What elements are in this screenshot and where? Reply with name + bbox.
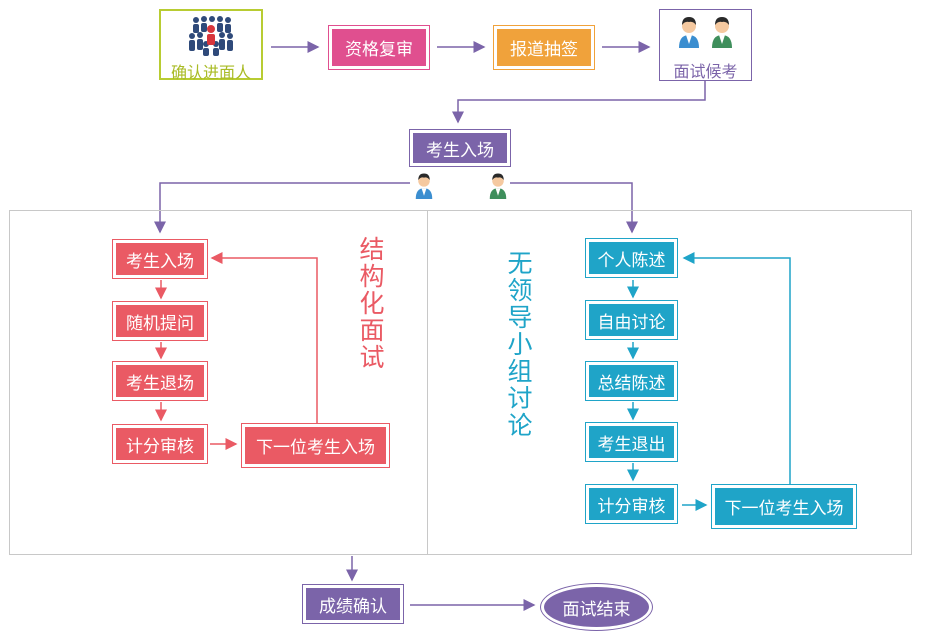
step-label: 自由讨论 <box>589 304 674 336</box>
structured-step: 考生退场 <box>112 361 208 401</box>
next-label: 下一位考生入场 <box>715 488 853 525</box>
leaderless-title: 无领导小组讨论 <box>504 250 533 439</box>
waiting-card: 面试候考 <box>659 9 752 81</box>
person-green-icon <box>489 173 507 199</box>
qualification-label: 资格复审 <box>332 29 426 66</box>
checkin-label: 报道抽签 <box>497 29 591 66</box>
step-label: 计分审核 <box>589 488 674 520</box>
person-blue-icon <box>679 17 699 48</box>
waiting-label: 面试候考 <box>673 62 738 81</box>
checkin-box: 报道抽签 <box>493 25 595 70</box>
next-label: 下一位考生入场 <box>245 427 386 464</box>
frame-divider <box>427 211 428 554</box>
leaderless-step: 考生退出 <box>585 422 678 462</box>
structured-step: 考生入场 <box>112 239 208 279</box>
qualification-box: 资格复审 <box>328 25 430 70</box>
enter-label: 考生入场 <box>413 133 507 163</box>
person-green-icon <box>712 17 732 48</box>
structured-step: 随机提问 <box>112 301 208 341</box>
step-label: 个人陈述 <box>589 242 674 274</box>
confirm-label: 确认进面人 <box>170 63 251 82</box>
step-label: 计分审核 <box>116 428 204 460</box>
leaderless-step: 计分审核 <box>585 484 678 524</box>
score-confirm-box: 成绩确认 <box>302 584 404 624</box>
enter-box: 考生入场 <box>409 129 511 167</box>
step-label: 总结陈述 <box>589 365 674 397</box>
leaderless-step: 个人陈述 <box>585 238 678 278</box>
structured-next-box: 下一位考生入场 <box>241 423 390 468</box>
end-label: 面试结束 <box>544 587 649 627</box>
step-label: 考生退场 <box>116 365 204 397</box>
confirm-card: 确认进面人 <box>159 9 263 82</box>
structured-title: 结构化面试 <box>356 236 385 371</box>
step-label: 考生退出 <box>589 426 674 458</box>
end-ellipse: 面试结束 <box>540 583 653 631</box>
step-label: 随机提问 <box>116 305 204 337</box>
crowd-icon <box>189 16 233 56</box>
score-confirm-label: 成绩确认 <box>306 588 400 620</box>
step-label: 考生入场 <box>116 243 204 275</box>
leaderless-next-box: 下一位考生入场 <box>711 484 857 529</box>
person-blue-icon <box>415 173 433 199</box>
interview-frame <box>9 210 912 555</box>
leaderless-step: 总结陈述 <box>585 361 678 401</box>
structured-step: 计分审核 <box>112 424 208 464</box>
leaderless-step: 自由讨论 <box>585 300 678 340</box>
